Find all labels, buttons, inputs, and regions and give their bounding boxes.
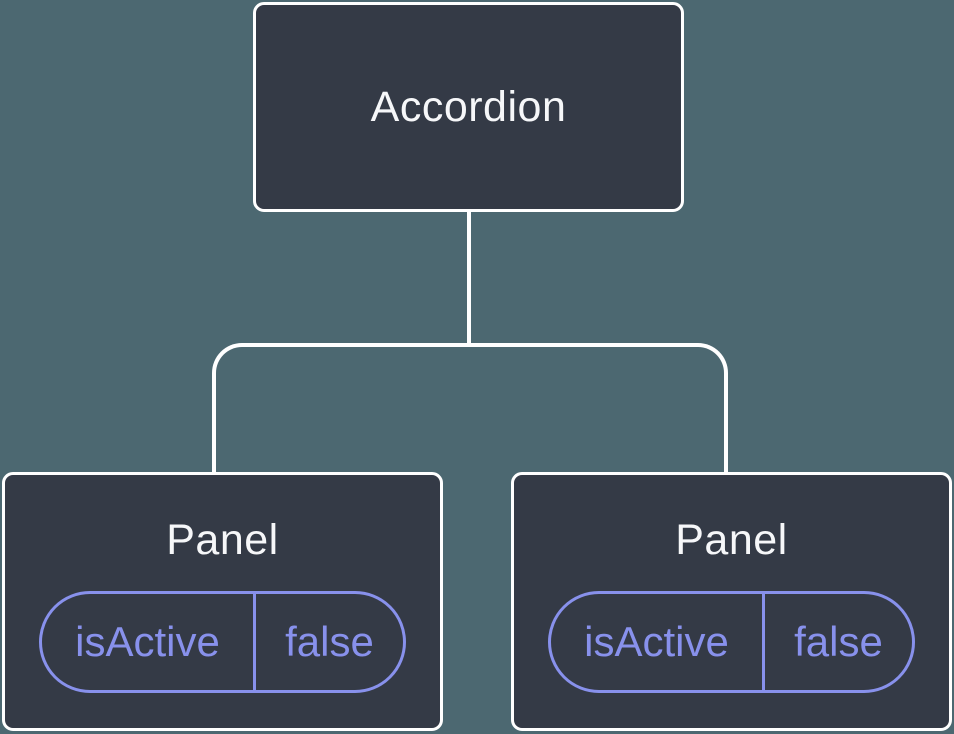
component-name-accordion: Accordion [370,83,567,131]
component-node-panel-2: Panel isActive false [511,472,952,731]
component-node-panel-1: Panel isActive false [2,472,443,731]
state-pill-2: isActive false [548,591,915,693]
connector-root-stem [467,212,471,345]
component-name-panel-2: Panel [675,516,788,564]
state-key-label: isActive [584,618,729,665]
state-key-label: isActive [75,618,220,665]
state-value-label: false [794,618,883,665]
state-pill-1: isActive false [39,591,406,693]
component-name-panel-1: Panel [166,516,279,564]
state-value-label: false [285,618,374,665]
connector-branches [212,343,728,472]
state-pill-divider [762,594,765,690]
state-pill-divider [253,594,256,690]
component-node-accordion: Accordion [253,2,684,212]
